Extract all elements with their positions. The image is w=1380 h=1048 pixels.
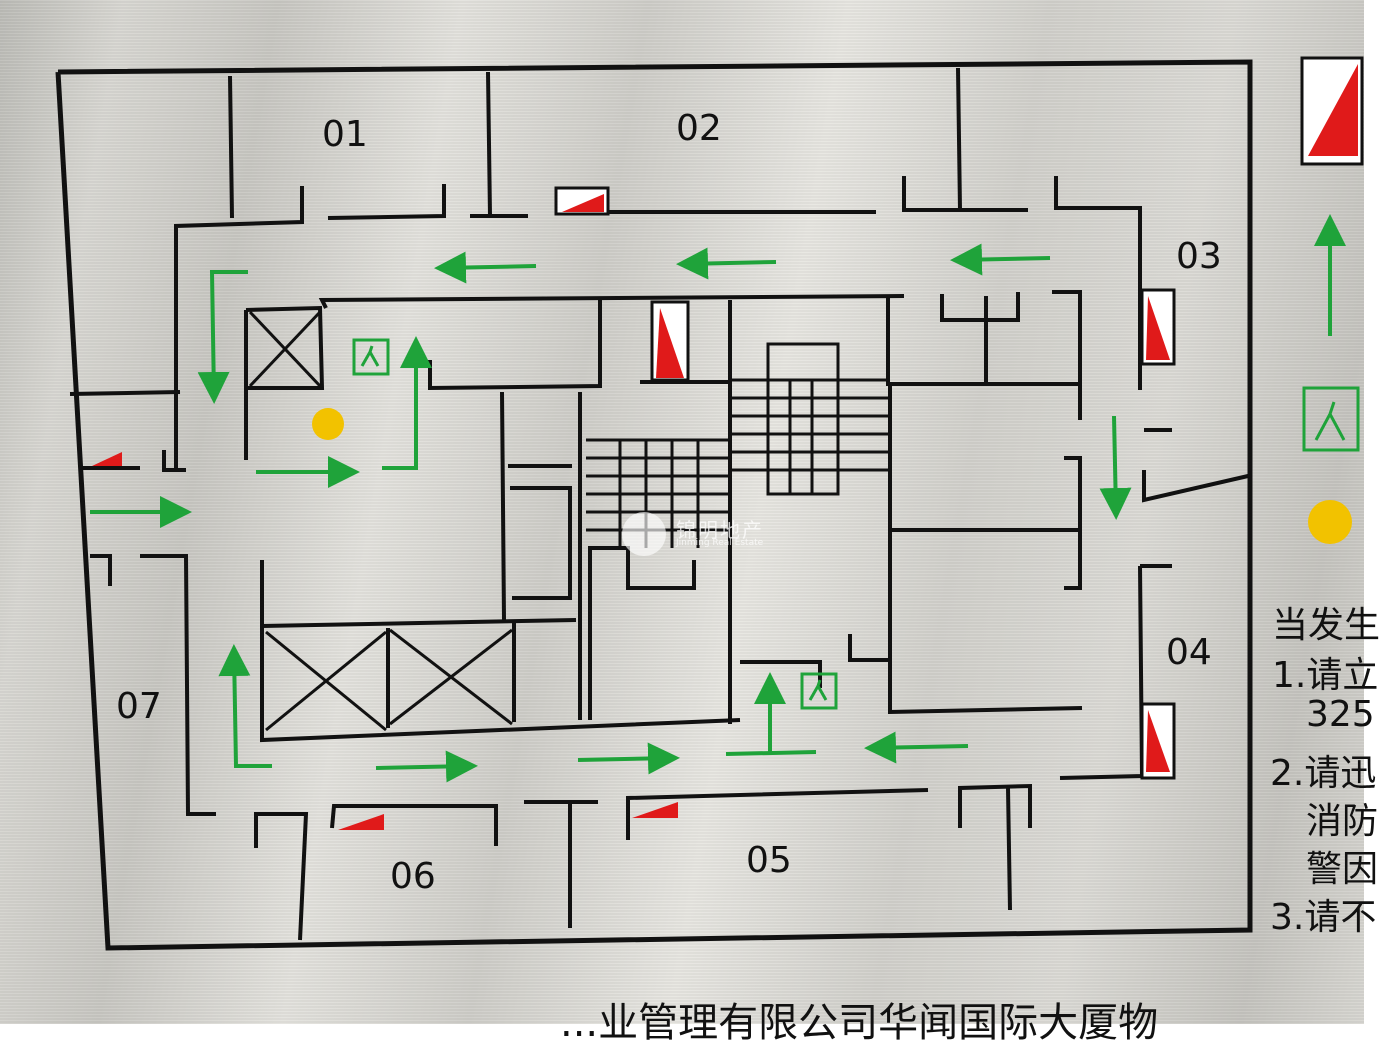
legend-line-2: 1.请立 bbox=[1272, 655, 1379, 696]
legend-line-3: 325 bbox=[1306, 694, 1375, 735]
watermark-logo-icon bbox=[622, 512, 666, 556]
outer-wall bbox=[55, 59, 1253, 951]
room-label-02: 02 bbox=[676, 108, 722, 149]
fire-extinguisher-icon bbox=[554, 56, 1364, 780]
legend-line-6: 警因 bbox=[1306, 849, 1379, 890]
floor-plan bbox=[55, 56, 1364, 951]
room-label-07: 07 bbox=[116, 686, 162, 727]
you-are-here-icon bbox=[1308, 500, 1352, 544]
you-are-here-icon bbox=[312, 408, 344, 440]
exit-sign-icon bbox=[352, 338, 1360, 710]
interior-walls bbox=[69, 67, 1249, 941]
watermark-cn: 锦明地产 bbox=[676, 518, 764, 542]
elevator-shafts bbox=[248, 310, 513, 732]
room-label-05: 05 bbox=[746, 840, 792, 881]
watermark-en: Jinming Real Estate bbox=[676, 538, 764, 548]
stair-grid bbox=[586, 342, 888, 548]
fire-extinguisher-icon bbox=[92, 452, 678, 830]
legend-line-1: 当发生 bbox=[1272, 605, 1380, 646]
room-label-01: 01 bbox=[322, 114, 368, 155]
legend-line-5: 消防 bbox=[1306, 801, 1379, 842]
evacuation-arrow-icon bbox=[90, 214, 1346, 783]
legend-line-7: 3.请不 bbox=[1270, 897, 1377, 938]
room-label-03: 03 bbox=[1176, 236, 1222, 277]
watermark: 锦明地产 Jinming Real Estate bbox=[622, 512, 792, 556]
legend-line-4: 2.请迅 bbox=[1270, 753, 1377, 794]
room-label-06: 06 bbox=[390, 856, 436, 897]
room-label-04: 04 bbox=[1166, 632, 1212, 673]
footer-company-name: ...业管理有限公司华闻国际大厦物 bbox=[560, 1000, 1159, 1046]
evacuation-arrow-icon bbox=[725, 750, 817, 756]
